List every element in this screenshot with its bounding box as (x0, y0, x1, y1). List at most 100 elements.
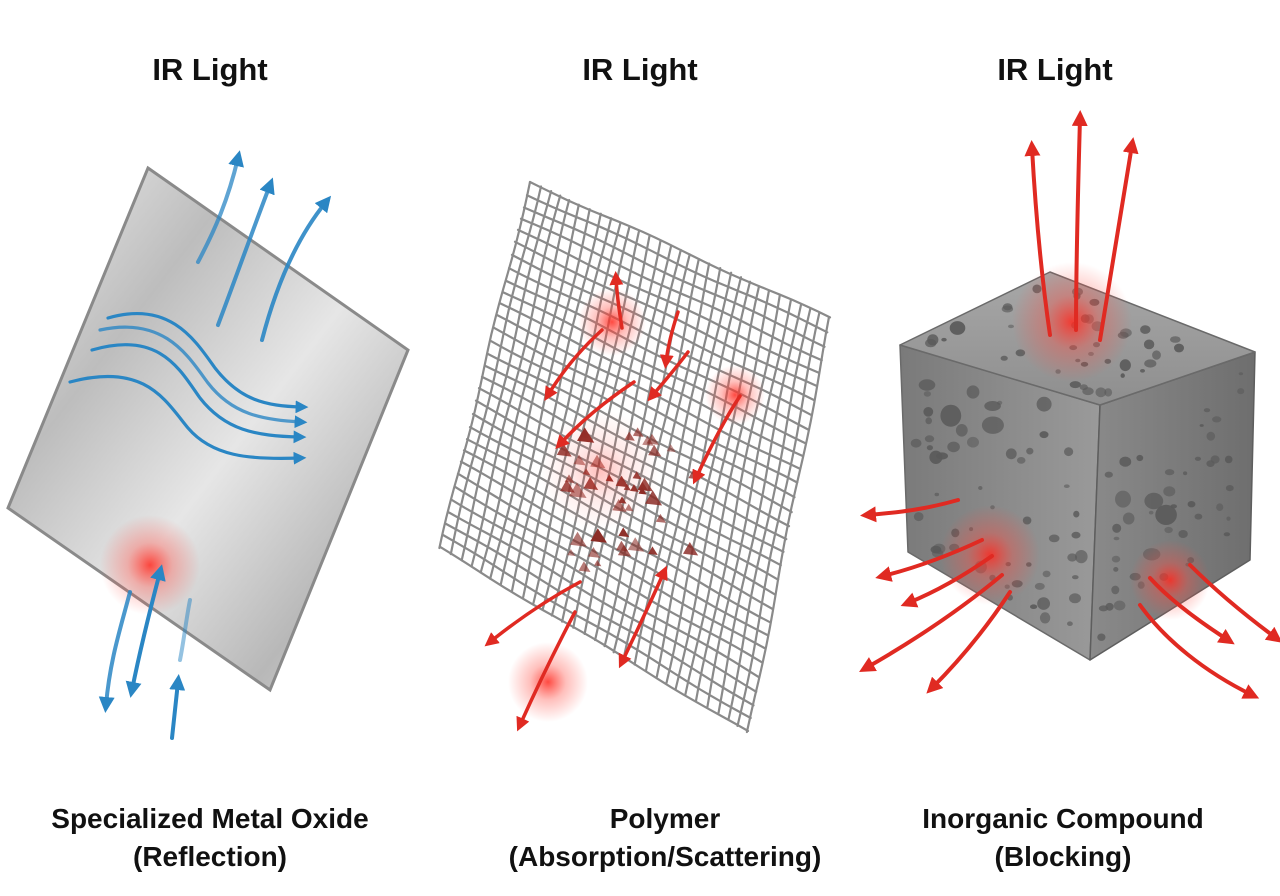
mesh-fiber-horizontal (447, 511, 758, 693)
cube-pore (1112, 523, 1122, 533)
cube-pore (1164, 526, 1173, 534)
metal-heat-glow (100, 515, 200, 615)
panel-1-caption-line1: Specialized Metal Oxide (51, 803, 369, 834)
cube-pore (1000, 355, 1008, 361)
cube-pore (966, 385, 980, 399)
cube-pore (1034, 582, 1045, 590)
cube-arrow-left-2 (875, 538, 984, 582)
cube-pore (1113, 600, 1126, 611)
incident-arrow-3 (169, 674, 186, 740)
cube-pore (1071, 531, 1081, 539)
cube-arrow-up-3 (1098, 137, 1139, 342)
absorbed-fragment (648, 546, 658, 555)
cube-glow-right (1130, 540, 1210, 620)
absorbed-fragment (655, 513, 666, 523)
absorbed-fragment (617, 544, 632, 557)
cube-pore (1111, 555, 1121, 563)
reflected-arrow-3 (260, 195, 332, 342)
poly-arrow-5 (555, 380, 636, 450)
cube-pore (1199, 424, 1204, 427)
panel-1-title: IR Light (152, 52, 268, 87)
cube-pore (1206, 431, 1216, 441)
cube-pore (913, 512, 924, 522)
cube-pore (1042, 570, 1051, 578)
cube-pore (1037, 597, 1050, 610)
incident-arrow-4 (178, 598, 192, 662)
cube-pore (967, 436, 979, 448)
cube-pore (1225, 485, 1234, 492)
panel-3-caption-line2: (Blocking) (994, 841, 1132, 872)
panel-1-caption-line2: (Reflection) (133, 841, 287, 872)
cube-pore (1113, 567, 1119, 572)
inorganic-panel (859, 110, 1280, 699)
panel-2-caption-line1: Polymer (609, 803, 721, 834)
absorbed-fragment (594, 559, 602, 567)
cube-pore (1203, 408, 1211, 413)
cube-pore (1216, 503, 1224, 512)
panel-1-caption: Specialized Metal Oxide (Reflection) (0, 800, 420, 876)
cube-pore (1069, 593, 1081, 604)
cube-pore (1036, 396, 1052, 412)
cube-pore (1194, 456, 1201, 461)
cube-arrow-right-1 (1148, 576, 1235, 645)
cube-pore (1120, 373, 1125, 378)
wave-arrow-1 (106, 311, 309, 414)
absorbed-fragment (567, 548, 576, 556)
mesh-fiber-horizontal (453, 485, 763, 664)
cube-pore (984, 401, 1001, 411)
cube-pore (1194, 513, 1203, 520)
cube-pore (1069, 381, 1081, 389)
cube-pore (1115, 490, 1131, 508)
mesh-fiber-horizontal (492, 326, 799, 484)
cube-pore (1136, 454, 1144, 462)
cube-pore (1223, 532, 1231, 537)
panel-2-caption: Polymer (Absorption/Scattering) (455, 800, 875, 876)
cube-pore (1063, 484, 1070, 489)
cube-arrow-left-4 (859, 573, 1004, 672)
reflected-ir-arrows (196, 150, 332, 342)
cube-pore (1097, 633, 1106, 641)
cube-pore (924, 435, 935, 443)
wave-arrow-2 (90, 343, 307, 444)
cube-pore (1016, 457, 1026, 464)
panel-3-caption: Inorganic Compound (Blocking) (853, 800, 1273, 876)
mesh-fiber-horizontal (441, 533, 752, 720)
cube-arrow-left-3 (900, 554, 994, 608)
absorbed-fragment (666, 444, 676, 453)
cube-pore (1119, 456, 1132, 467)
cube-pore (1140, 325, 1151, 334)
cube-pore (926, 445, 934, 451)
cube-pore (1005, 448, 1017, 460)
cube-pore (997, 400, 1003, 405)
cube-pore (925, 417, 932, 425)
blocked-ir-arrows (859, 110, 1280, 699)
reflected-arrow-1 (196, 150, 244, 264)
mesh-glow-center (540, 410, 660, 530)
poly-arrow-1 (609, 271, 624, 330)
cube-arrow-up-1 (1024, 140, 1052, 337)
cube-pore (1152, 350, 1161, 360)
cube-pore (1002, 303, 1013, 311)
wave-arrows (68, 311, 309, 465)
cube-pore (1067, 621, 1073, 626)
cube-pore (1072, 575, 1079, 580)
cube-pore (1039, 431, 1049, 439)
cube-pore (1183, 471, 1188, 476)
cube-pore (1122, 512, 1135, 525)
cube-pore (978, 486, 983, 490)
cube-pore (1095, 387, 1107, 398)
absorbed-fragment (570, 531, 587, 547)
cube-pore (1082, 387, 1094, 396)
cube-pore (1164, 469, 1175, 476)
cube-pore (955, 424, 968, 437)
cube-arrow-right-2 (1188, 563, 1280, 643)
cube-pore (910, 438, 922, 448)
cube-pore (1105, 602, 1114, 611)
cube-arrow-up-2 (1071, 110, 1088, 332)
cube-pore (1075, 550, 1088, 564)
cube-pore (1238, 372, 1244, 376)
cube-pore (1119, 359, 1131, 372)
cube-pore (1039, 612, 1051, 624)
wave-arrow-3 (98, 325, 308, 429)
